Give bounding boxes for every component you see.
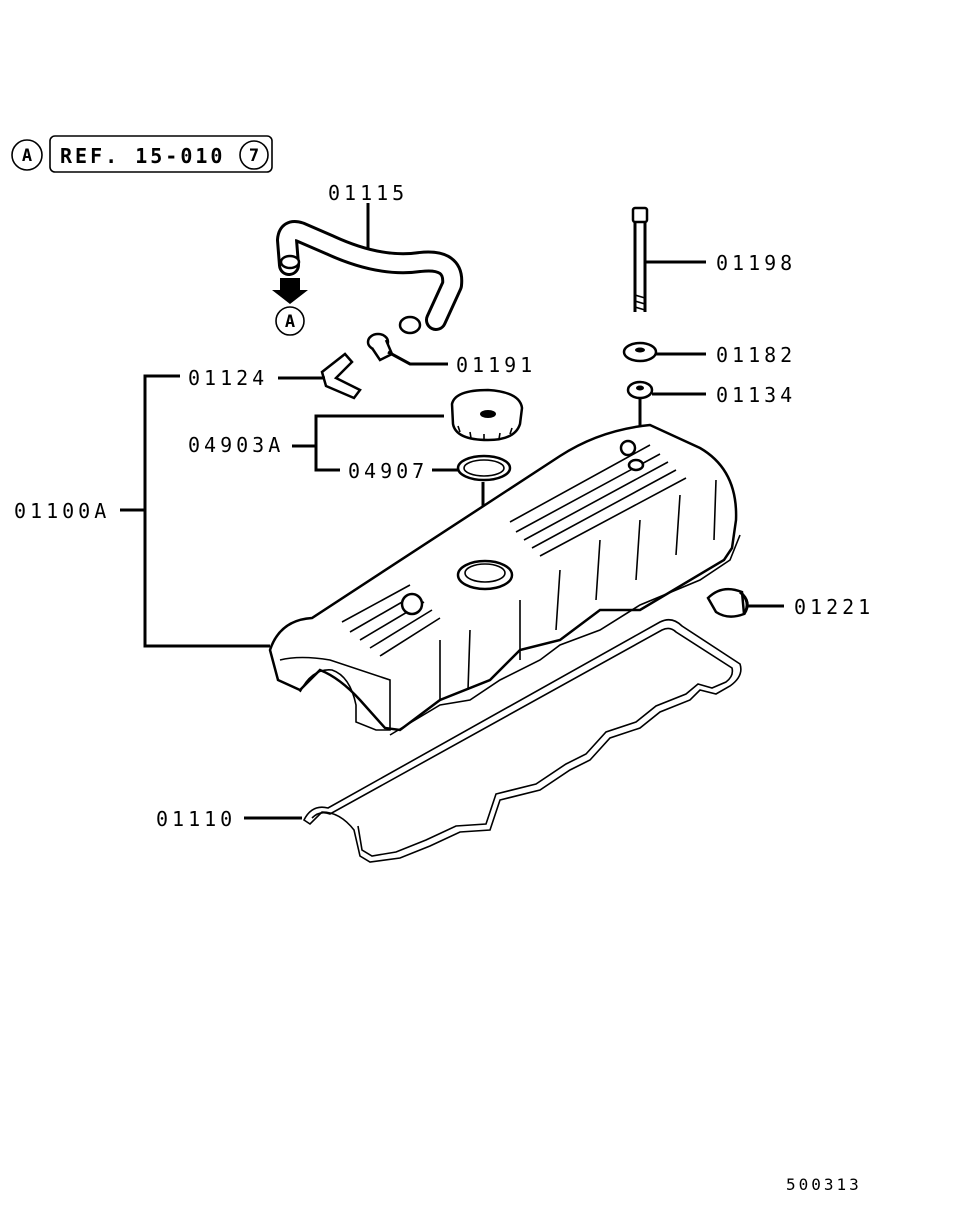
callout-half-moon-seal: 01221 <box>794 595 874 619</box>
ref-box <box>49 135 273 173</box>
plug-part <box>366 332 448 366</box>
arrow-target-label: A <box>285 312 295 332</box>
ref-text: REF. 15-010 <box>60 144 225 168</box>
callout-grommet: 01134 <box>716 383 796 407</box>
callout-breather-elbow: 01124 <box>188 366 268 390</box>
half-moon-seal-part <box>706 587 784 618</box>
ref-circle <box>11 139 43 171</box>
ref-circle-label: A <box>22 146 32 166</box>
washer-part <box>622 341 706 363</box>
callout-washer: 01182 <box>716 343 796 367</box>
rocker-cover-part <box>120 374 741 736</box>
callout-cover-gasket: 01110 <box>156 807 236 831</box>
ref-number: 7 <box>249 146 259 166</box>
callout-hose: 01115 <box>328 181 408 205</box>
cover-gasket-part <box>244 618 742 863</box>
oil-cap-part <box>292 388 524 568</box>
callout-bolt: 01198 <box>716 251 796 275</box>
reference-marker: A REF. 15-010 7 <box>11 135 273 173</box>
callout-cover-assy: 01100A <box>14 499 110 523</box>
bolt-part <box>631 206 706 312</box>
hose-part: A <box>272 203 464 336</box>
ref-number-circle <box>239 140 269 170</box>
callout-cap-assy: 04903A <box>188 433 284 457</box>
arrow-target-circle <box>275 306 305 336</box>
callout-cap-gasket: 04907 <box>348 459 428 483</box>
callout-plug: 01191 <box>456 353 536 377</box>
down-arrow-icon <box>272 278 308 304</box>
breather-elbow-part <box>278 352 362 400</box>
diagram-code: 500313 <box>786 1175 862 1194</box>
